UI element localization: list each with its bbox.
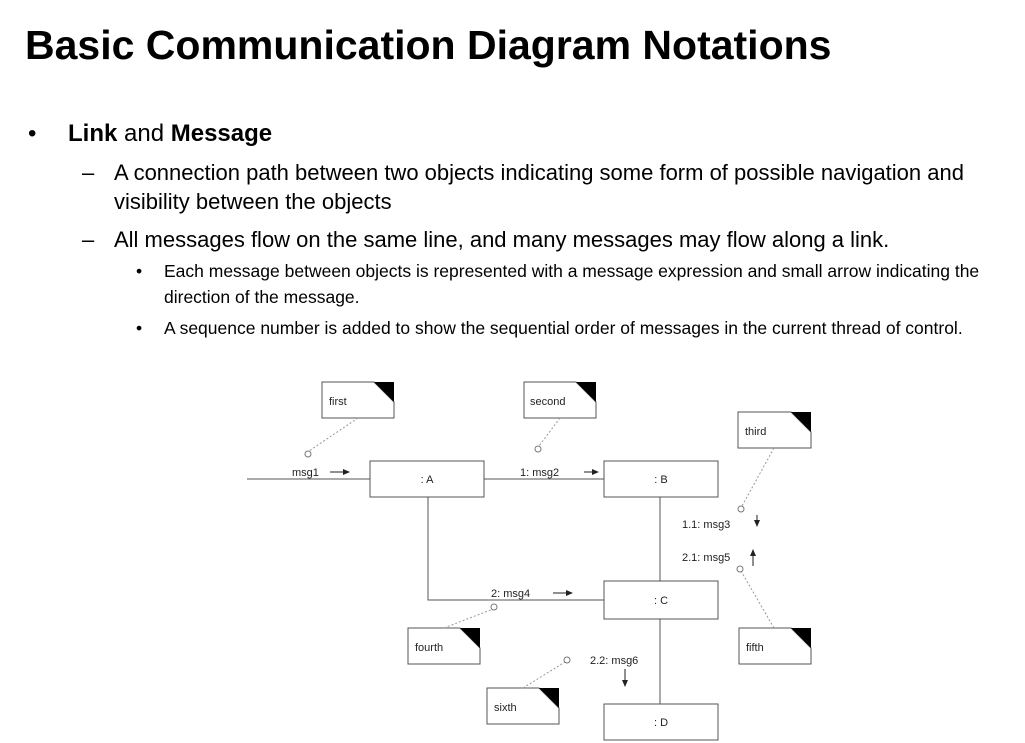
note-first: first (321, 381, 395, 419)
dash-marker: – (82, 227, 95, 252)
sub-bullet-text: A connection path between two objects in… (114, 160, 964, 214)
message-msg2: 1: msg2 (520, 467, 559, 479)
bullet-strong-link: Link (68, 120, 118, 147)
slide-title: Basic Communication Diagram Notations (25, 22, 832, 68)
dash-marker: – (82, 160, 95, 185)
bullet-strong-message: Message (170, 120, 273, 147)
message-arrows (330, 469, 760, 687)
object-a: : A (369, 460, 485, 498)
object-b: : B (603, 460, 719, 498)
object-d-label: : D (654, 717, 668, 729)
bullet-text: Link and Message (68, 120, 272, 148)
note-fifth-label: fifth (746, 642, 764, 654)
object-b-label: : B (654, 474, 667, 486)
object-a-label: : A (421, 474, 435, 486)
subsub-bullet-text: Each message between objects is represen… (164, 261, 980, 307)
sub-bullet-text: All messages flow on the same line, and … (114, 227, 890, 252)
message-msg4: 2: msg4 (491, 588, 530, 600)
object-c: : C (603, 580, 719, 620)
link-a-c (427, 497, 604, 601)
note-sixth-label: sixth (494, 702, 517, 714)
message-msg3: 1.1: msg3 (682, 519, 730, 531)
object-d: : D (603, 703, 719, 741)
subsub-bullet-text: A sequence number is added to show the s… (164, 318, 963, 338)
note-second-label: second (530, 396, 565, 408)
message-msg6: 2.2: msg6 (590, 655, 638, 667)
anchor-circles (304, 445, 745, 664)
bullet-dot: • (136, 318, 143, 338)
message-msg5: 2.1: msg5 (682, 552, 730, 564)
note-anchors (308, 417, 775, 689)
bullet-and: and (117, 120, 171, 147)
bullet-dot: • (28, 120, 37, 147)
object-c-label: : C (654, 595, 668, 607)
note-third: third (737, 411, 812, 449)
note-sixth: sixth (486, 687, 560, 725)
note-second: second (523, 381, 597, 419)
note-first-label: first (329, 396, 347, 408)
note-fifth: fifth (738, 627, 812, 665)
message-msg1: msg1 (292, 467, 319, 479)
note-third-label: third (745, 426, 766, 438)
note-fourth: fourth (407, 627, 481, 665)
note-fourth-label: fourth (415, 642, 443, 654)
bullet-dot: • (136, 261, 143, 281)
